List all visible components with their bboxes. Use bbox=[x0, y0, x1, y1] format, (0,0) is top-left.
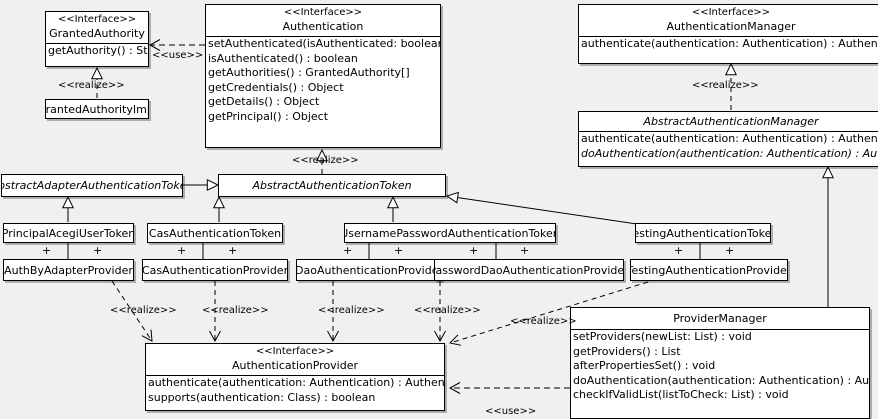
class-provider-manager[interactable]: ProviderManager setProviders(newList: Li… bbox=[570, 307, 870, 419]
multiplicity-plus: + bbox=[674, 244, 684, 257]
class-name: PasswordDaoAuthenticationProvider bbox=[434, 263, 624, 277]
class-name: Authentication bbox=[282, 20, 364, 33]
class-header: <<Interface>> Authentication bbox=[206, 5, 440, 36]
operation-row: getProviders() : List bbox=[573, 344, 681, 358]
class-cas-authentication-provider[interactable]: CasAuthenticationProvider bbox=[142, 259, 288, 281]
stereotype-label: <<Interface>> bbox=[283, 7, 363, 18]
class-name: AuthenticationProvider bbox=[231, 359, 359, 372]
multiplicity-plus: + bbox=[725, 244, 735, 257]
operation-row: setProviders(newList: List) : void bbox=[573, 330, 752, 343]
class-name: CasAuthenticationProvider bbox=[142, 263, 288, 277]
stereotype-label: <<Interface>> bbox=[57, 14, 137, 25]
class-name: AuthByAdapterProvider bbox=[4, 263, 133, 277]
class-username-password-authentication-token[interactable]: UsernamePasswordAuthenticationToken bbox=[344, 223, 556, 243]
operation-row: getCredentials() : Object bbox=[208, 80, 344, 94]
edge-label-realize-daoauthenticationprovider: <<realize>> bbox=[318, 305, 385, 316]
operations-compartment: setAuthenticated(isAuthenticated: boolea… bbox=[206, 37, 440, 125]
operation-row: isAuthenticated() : boolean bbox=[208, 51, 358, 65]
operation-row: getAuthorities() : GrantedAuthority[] bbox=[208, 66, 410, 80]
class-name: TestingAuthenticationProvider bbox=[630, 263, 788, 277]
class-abstract-authentication-token[interactable]: AbstractAuthenticationToken bbox=[218, 174, 446, 197]
operations-compartment: authenticate(authentication: Authenticat… bbox=[146, 376, 444, 405]
operation-row: checkIfValidList(listToCheck: List) : vo… bbox=[573, 388, 789, 402]
multiplicity-plus: + bbox=[394, 244, 404, 257]
class-name: PrincipalAcegiUserToken bbox=[3, 226, 134, 240]
multiplicity-plus: + bbox=[469, 244, 479, 257]
class-abstract-adapter-authentication-token[interactable]: AbstractAdapterAuthenticationToken bbox=[1, 174, 183, 197]
operation-row: doAuthentication(authentication: Authent… bbox=[573, 373, 870, 387]
operation-row: supports(authentication: Class) : boolea… bbox=[148, 390, 376, 404]
operation-row: authenticate(authentication: Authenticat… bbox=[148, 376, 445, 389]
compartment-divider bbox=[571, 329, 869, 330]
operation-row: getPrincipal() : Object bbox=[208, 109, 329, 123]
class-name: AbstractAuthenticationManager bbox=[643, 115, 819, 128]
operation-row: setAuthenticated(isAuthenticated: boolea… bbox=[208, 37, 440, 50]
class-testing-authentication-token[interactable]: TestingAuthenticationToken bbox=[635, 223, 771, 243]
class-authentication-provider[interactable]: <<Interface>> AuthenticationProvider aut… bbox=[145, 343, 445, 411]
class-header: <<Interface>> AuthenticationManager bbox=[579, 5, 878, 36]
class-header: AbstractAuthenticationManager bbox=[579, 112, 878, 131]
class-granted-authority[interactable]: <<Interface>> GrantedAuthority getAuthor… bbox=[45, 11, 149, 67]
class-header: ProviderManager bbox=[571, 308, 869, 329]
operation-row: doAuthentication(authentication: Authent… bbox=[581, 146, 878, 160]
class-header: <<Interface>> GrantedAuthority bbox=[46, 12, 148, 43]
multiplicity-plus: + bbox=[520, 244, 530, 257]
edge-label-realize-casauthenticationprovider: <<realize>> bbox=[202, 305, 269, 316]
class-name: CasAuthenticationToken bbox=[148, 226, 282, 240]
operations-compartment: authenticate(authentication: Authenticat… bbox=[579, 132, 878, 161]
edge-gen-testingauthenticationtoken-abstractauthenticationtoken bbox=[445, 191, 638, 225]
edge-label-use-providermanager: <<use>> bbox=[485, 406, 537, 417]
edge-label-realize-passworddaoauthenticationprovider: <<realize>> bbox=[414, 305, 481, 316]
class-name: UsernamePasswordAuthenticationToken bbox=[344, 226, 556, 240]
class-cas-authentication-token[interactable]: CasAuthenticationToken bbox=[147, 223, 283, 243]
class-authentication[interactable]: <<Interface>> Authentication setAuthenti… bbox=[205, 4, 441, 148]
class-granted-authority-impl[interactable]: GrantedAuthorityImpl bbox=[45, 99, 149, 119]
multiplicity-plus: + bbox=[177, 244, 187, 257]
edge-label-realize-abstractauthenticationmanager: <<realize>> bbox=[692, 80, 759, 91]
class-name: ProviderManager bbox=[673, 312, 767, 325]
operations-compartment: authenticate(authentication: Authenticat… bbox=[579, 37, 878, 52]
compartment-divider bbox=[579, 131, 878, 132]
class-name: TestingAuthenticationToken bbox=[635, 226, 771, 240]
multiplicity-plus: + bbox=[42, 244, 52, 257]
class-authentication-manager[interactable]: <<Interface>> AuthenticationManager auth… bbox=[578, 4, 878, 64]
class-auth-by-adapter-provider[interactable]: AuthByAdapterProvider bbox=[3, 259, 134, 281]
class-dao-authentication-provider[interactable]: DaoAuthenticationProvider bbox=[296, 259, 442, 281]
class-header: <<Interface>> AuthenticationProvider bbox=[146, 344, 444, 375]
multiplicity-plus: + bbox=[228, 244, 238, 257]
edge-label-realize-grantedauthorityimpl: <<realize>> bbox=[58, 80, 125, 91]
multiplicity-plus: + bbox=[93, 244, 103, 257]
edge-label-realize-testingauthenticationprovider: <<realize>> bbox=[510, 316, 577, 327]
class-testing-authentication-provider[interactable]: TestingAuthenticationProvider bbox=[630, 259, 788, 281]
class-name: AuthenticationManager bbox=[666, 20, 796, 33]
operations-compartment: setProviders(newList: List) : void getPr… bbox=[571, 330, 869, 403]
operation-row: authenticate(authentication: Authenticat… bbox=[581, 37, 878, 50]
operation-row: getAuthority() : String bbox=[48, 44, 148, 57]
operation-row: authenticate(authentication: Authenticat… bbox=[581, 132, 878, 145]
compartment-divider bbox=[46, 43, 148, 44]
multiplicity-plus: + bbox=[343, 244, 353, 257]
edge-label-realize-authbyadapterprovider: <<realize>> bbox=[110, 305, 177, 316]
edge-label-use-authentication-grantedauthority: <<use>> bbox=[152, 50, 204, 61]
class-abstract-authentication-manager[interactable]: AbstractAuthenticationManager authentica… bbox=[578, 111, 878, 167]
class-name: GrantedAuthorityImpl bbox=[45, 102, 148, 116]
edge-label-realize-abstractauthenticationtoken: <<realize>> bbox=[292, 155, 359, 166]
operations-compartment: getAuthority() : String bbox=[46, 44, 148, 59]
class-name: GrantedAuthority bbox=[49, 27, 145, 40]
stereotype-label: <<Interface>> bbox=[691, 7, 771, 18]
class-name: AbstractAdapterAuthenticationToken bbox=[2, 179, 182, 192]
class-name: DaoAuthenticationProvider bbox=[296, 263, 442, 277]
class-principal-acegi-user-token[interactable]: PrincipalAcegiUserToken bbox=[3, 223, 134, 243]
compartment-divider bbox=[579, 36, 878, 37]
compartment-divider bbox=[146, 375, 444, 376]
operation-row: getDetails() : Object bbox=[208, 95, 320, 109]
stereotype-label: <<Interface>> bbox=[255, 346, 335, 357]
class-name: AbstractAuthenticationToken bbox=[252, 179, 412, 192]
compartment-divider bbox=[206, 36, 440, 37]
class-password-dao-authentication-provider[interactable]: PasswordDaoAuthenticationProvider bbox=[434, 259, 624, 281]
operation-row: afterPropertiesSet() : void bbox=[573, 359, 716, 373]
